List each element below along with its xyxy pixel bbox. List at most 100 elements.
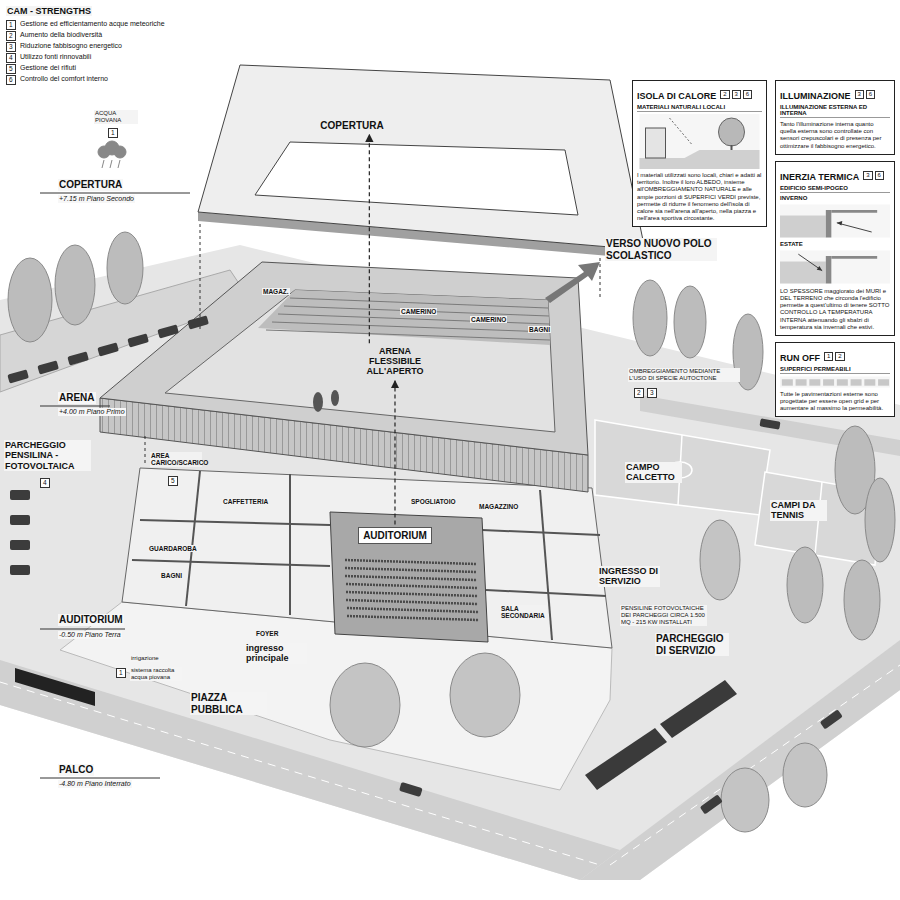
auditorium-hall: [345, 568, 476, 572]
cars: [820, 709, 843, 729]
panel-heading: ILLUMINAZIONE: [780, 91, 851, 101]
trees-front: [330, 663, 400, 747]
info-panel: RUN OFF12SUPERFICI PERMEABILITutte le pa…: [775, 342, 895, 418]
callout-number: 2: [634, 388, 644, 398]
cars: [700, 794, 723, 814]
callout-number: 5: [168, 476, 178, 486]
panel-heading: RUN OFF: [780, 353, 820, 363]
cars: [399, 782, 423, 797]
callout-number: 6: [875, 171, 884, 180]
callout-number: 1: [6, 20, 16, 30]
level-lines: [40, 406, 110, 407]
rain-cloud: [102, 160, 104, 168]
panel-sketch: [780, 204, 890, 237]
panel-heading: INERZIA TERMICA: [780, 172, 859, 182]
trees-back: [865, 478, 895, 562]
trees-front: [721, 768, 769, 832]
room-label: BAGNI: [160, 572, 183, 579]
rain-cloud: [114, 146, 126, 158]
ground-floor-slab: [122, 468, 612, 648]
panel-sketch: [796, 379, 807, 385]
note-text: sistema raccolta acqua piovana: [130, 667, 182, 681]
panel-sketch: [780, 250, 890, 283]
arena-block: [100, 262, 588, 455]
arena-block: [165, 290, 555, 432]
callout-number: 3: [6, 42, 16, 52]
panel-sketch: [719, 118, 745, 146]
callout-number: 4: [6, 53, 16, 63]
room-label: CAFFETTERIA: [222, 498, 269, 505]
ground: [0, 245, 900, 880]
legend-text: Gestione dei rifiuti: [20, 64, 76, 72]
trees-back: [787, 547, 823, 623]
panel-sketch: [837, 223, 872, 232]
node-text: COPERTURA: [320, 120, 383, 131]
area-label: CAMPO CALCETTO: [625, 462, 682, 483]
trees-front: [783, 743, 827, 807]
panel-sketch: [637, 114, 762, 169]
ground-floor-slab: [132, 560, 330, 566]
panel-sketch: [646, 128, 666, 158]
auditorium-screen: AUDITORIUM: [358, 527, 432, 544]
season-label: INVERNO: [780, 195, 890, 201]
panel-sketch: [780, 203, 890, 239]
panel-sketch: [782, 379, 793, 385]
auditorium-hall: [346, 584, 477, 588]
cars: [7, 315, 843, 814]
panel-sketch: [817, 266, 823, 271]
panel-sketch: [837, 221, 843, 226]
area-label: PARCHEGGIO PENSILINA - FOTOVOLTAICA: [4, 440, 91, 471]
cars: [127, 333, 149, 347]
callout-number: 5: [6, 64, 16, 74]
panel-subheading: ILLUMINAZIONE ESTERNA ED INTERNA: [780, 104, 890, 118]
panel-sketch: [831, 256, 877, 259]
legend-text: Riduzione fabbisogno energetico: [20, 42, 122, 50]
note-text: irrigazione: [130, 655, 160, 662]
room-label: CAMERINO: [400, 308, 437, 315]
callout-number: 4: [40, 478, 50, 488]
info-panel: ILLUMINAZIONE36ILLUMINAZIONE ESTERNA ED …: [775, 80, 895, 155]
panel-subheading: MATERIALI NATURALI LOCALI: [637, 104, 762, 112]
direction-arrow: [545, 262, 600, 303]
arena-block: [258, 290, 550, 345]
area-label: INGRESSO DI SERVIZIO: [598, 566, 660, 587]
panel-sketch: [780, 376, 890, 388]
room-label: AREA CARICO/SCARICO: [150, 452, 202, 467]
node-text: ARENA FLESSIBILE ALL'APERTO: [355, 347, 435, 377]
level-lines: [40, 778, 160, 779]
level-lines: [40, 629, 125, 630]
panel-subheading: EDIFICIO SEMI-IPOGEO: [780, 185, 890, 193]
trees-back: [55, 245, 95, 325]
legend-text: Gestione ed efficientamento acque meteor…: [20, 20, 165, 28]
alignment-lines: [145, 224, 600, 466]
alignment-arrow: [369, 135, 370, 344]
ground-floor-slab: [122, 468, 612, 648]
season-label: ESTATE: [780, 241, 890, 247]
panel-sketch: [826, 210, 832, 238]
panel-sketch: [780, 249, 890, 285]
auditorium-hall: [345, 560, 476, 564]
area-label: PARCHEGGIO DI SERVIZIO: [655, 633, 729, 656]
panel-body: I materiali utilizzati sono locali, chia…: [637, 172, 762, 222]
rain-cloud: [118, 160, 120, 168]
arena-block: [278, 314, 549, 324]
alignment-arrow: [394, 381, 395, 525]
trees-back: [107, 232, 143, 304]
callout-number: 6: [743, 90, 752, 99]
street: [580, 640, 900, 880]
area-label: VERSO NUOVO POLO SCOLASTICO: [605, 238, 717, 261]
panel-sketch: [864, 379, 875, 385]
roof-slab: [198, 65, 645, 250]
panel-subheading: SUPERFICI PERMEABILI: [780, 366, 890, 374]
panel-body: Tanto l'illuminazione interna quanto que…: [780, 121, 890, 150]
alignment-lines: [600, 258, 601, 300]
auditorium-hall: [347, 608, 479, 612]
rain-cloud: [110, 160, 112, 168]
panel-sketch: [670, 118, 692, 144]
info-panel: INERZIA TERMICA36EDIFICIO SEMI-IPOGEOINV…: [775, 161, 895, 336]
roof-label: COPERTURA: [316, 118, 387, 133]
arena-block: [266, 330, 550, 340]
cars: [157, 324, 179, 338]
